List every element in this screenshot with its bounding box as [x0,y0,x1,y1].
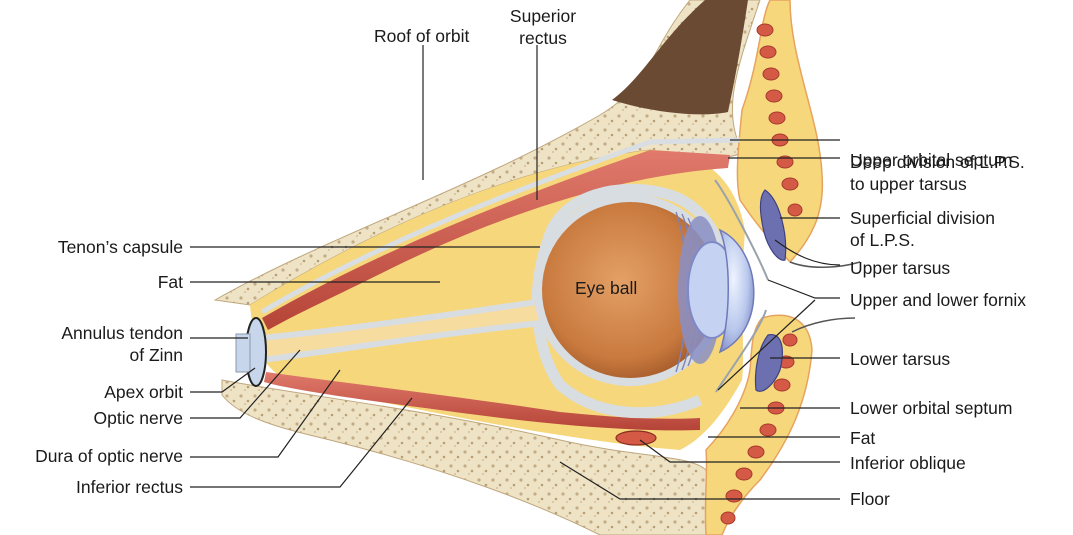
label-optic-nerve: Optic nerve [0,408,183,429]
label-superior-rectus-line1: Superior [498,6,588,27]
label-eye-ball: Eye ball [575,278,637,299]
label-annulus-line1: Annulus tendon [0,323,183,344]
label-upper-and-lower-fornix: Upper and lower fornix [850,290,1026,311]
leader-fornix-upper [768,280,840,298]
label-superior-rectus-line2: rectus [498,28,588,49]
inferior-oblique-muscle [616,431,656,445]
label-inferior-rectus: Inferior rectus [0,477,183,498]
label-deep-division-line2: to upper tarsus [850,174,967,195]
apex-stub [236,334,250,372]
label-deep-division-line1: Deep division of L.P.S. [850,152,1025,173]
label-dura-of-optic-nerve: Dura of optic nerve [0,446,183,467]
label-apex-orbit: Apex orbit [0,382,183,403]
label-fat-left: Fat [0,272,183,293]
label-lower-tarsus: Lower tarsus [850,349,950,370]
label-annulus-line2: of Zinn [0,345,183,366]
label-roof-of-orbit: Roof of orbit [374,26,469,47]
label-upper-tarsus: Upper tarsus [850,258,950,279]
label-tenons-capsule: Tenon’s capsule [0,237,183,258]
label-superficial-division-line2: of L.P.S. [850,230,915,251]
label-floor: Floor [850,489,890,510]
label-lower-orbital-septum: Lower orbital septum [850,398,1012,419]
label-superficial-division-line1: Superficial division [850,208,995,229]
label-fat-right: Fat [850,428,875,449]
label-inferior-oblique: Inferior oblique [850,453,966,474]
